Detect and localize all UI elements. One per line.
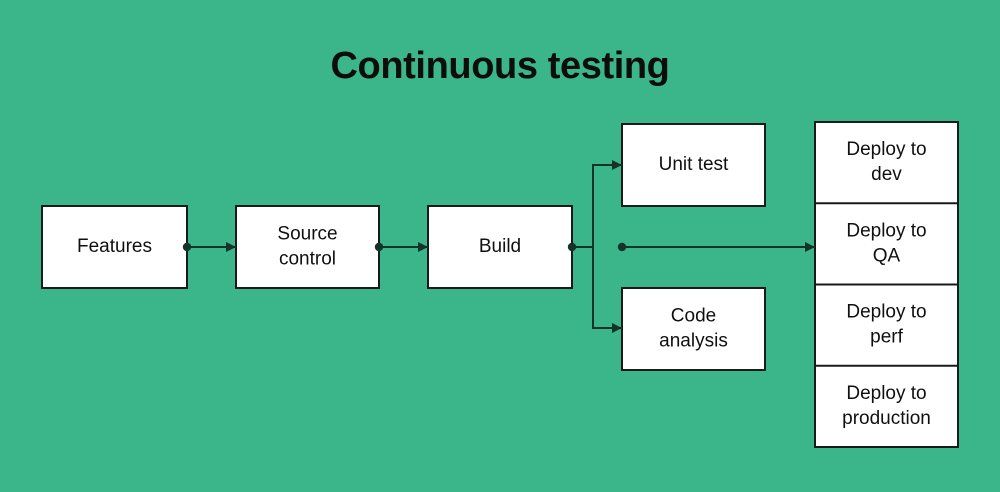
- node-source-control-label: Source: [277, 224, 337, 245]
- node-unit-test[interactable]: Unit test: [621, 123, 766, 207]
- node-source-control-label: control: [279, 249, 336, 270]
- edge-branch-to-deploy-qa: [617, 242, 815, 252]
- node-code-analysis-label: Code: [671, 306, 716, 327]
- edge-features-to-source-control: [182, 242, 236, 252]
- edge-source-control-to-build-arrowhead: [418, 242, 428, 252]
- node-deploy-qa[interactable]: Deploy to QA: [815, 202, 958, 284]
- node-source-control-box: [235, 205, 380, 289]
- node-deploy-production-label: production: [842, 408, 931, 429]
- node-features-box: [41, 205, 188, 289]
- node-features-label: Features: [77, 236, 152, 257]
- node-deploy-dev-label: Deploy to: [846, 139, 926, 160]
- node-deploy-dev[interactable]: Deploy to dev: [815, 122, 958, 203]
- edge-build-to-junction-source-dot: [567, 242, 577, 252]
- node-code-analysis-label: analysis: [659, 331, 728, 352]
- edge-build-to-junction: [567, 242, 593, 252]
- edge-junction-to-code-analysis: [592, 247, 622, 333]
- node-deploy-perf[interactable]: Deploy to perf: [815, 283, 958, 366]
- node-deploy-dev-hit: [815, 122, 958, 203]
- edge-junction-to-unit-test-line: [592, 164, 622, 247]
- node-build[interactable]: Build: [427, 205, 573, 289]
- node-deploy-production[interactable]: Deploy to production: [815, 364, 958, 447]
- edge-junction-to-unit-test: [592, 160, 622, 247]
- node-features[interactable]: Features: [41, 205, 188, 289]
- node-unit-test-box: [621, 123, 766, 207]
- edge-source-control-to-build: [374, 242, 428, 252]
- node-code-analysis[interactable]: Code analysis: [621, 287, 766, 371]
- edges-layer: [182, 160, 815, 333]
- edge-features-to-source-control-source-dot: [182, 242, 192, 252]
- edge-features-to-source-control-arrowhead: [226, 242, 236, 252]
- edge-junction-to-code-analysis-line: [592, 247, 622, 329]
- edge-branch-to-deploy-qa-arrowhead: [805, 242, 815, 252]
- node-deploy-production-label: Deploy to: [846, 383, 926, 404]
- edge-junction-to-unit-test-arrowhead: [612, 160, 622, 170]
- node-source-control[interactable]: Source control: [235, 205, 380, 289]
- page-title: Continuous testing: [330, 45, 670, 87]
- node-deploy-qa-label: QA: [873, 245, 901, 266]
- edge-junction-to-code-analysis-arrowhead: [612, 323, 622, 333]
- node-deploy-perf-label: Deploy to: [846, 302, 926, 323]
- node-deploy-perf-hit: [815, 285, 958, 366]
- node-deploy-production-hit: [815, 366, 958, 447]
- node-unit-test-label: Unit test: [659, 154, 729, 175]
- node-build-label: Build: [479, 236, 521, 257]
- node-deploy-qa-hit: [815, 203, 958, 284]
- node-deploy-perf-label: perf: [870, 327, 903, 348]
- node-deploy-qa-label: Deploy to: [846, 220, 926, 241]
- edge-source-control-to-build-source-dot: [374, 242, 384, 252]
- edge-branch-to-deploy-qa-source-dot: [617, 242, 627, 252]
- node-deploy-dev-label: dev: [871, 164, 902, 185]
- node-code-analysis-box: [621, 287, 766, 371]
